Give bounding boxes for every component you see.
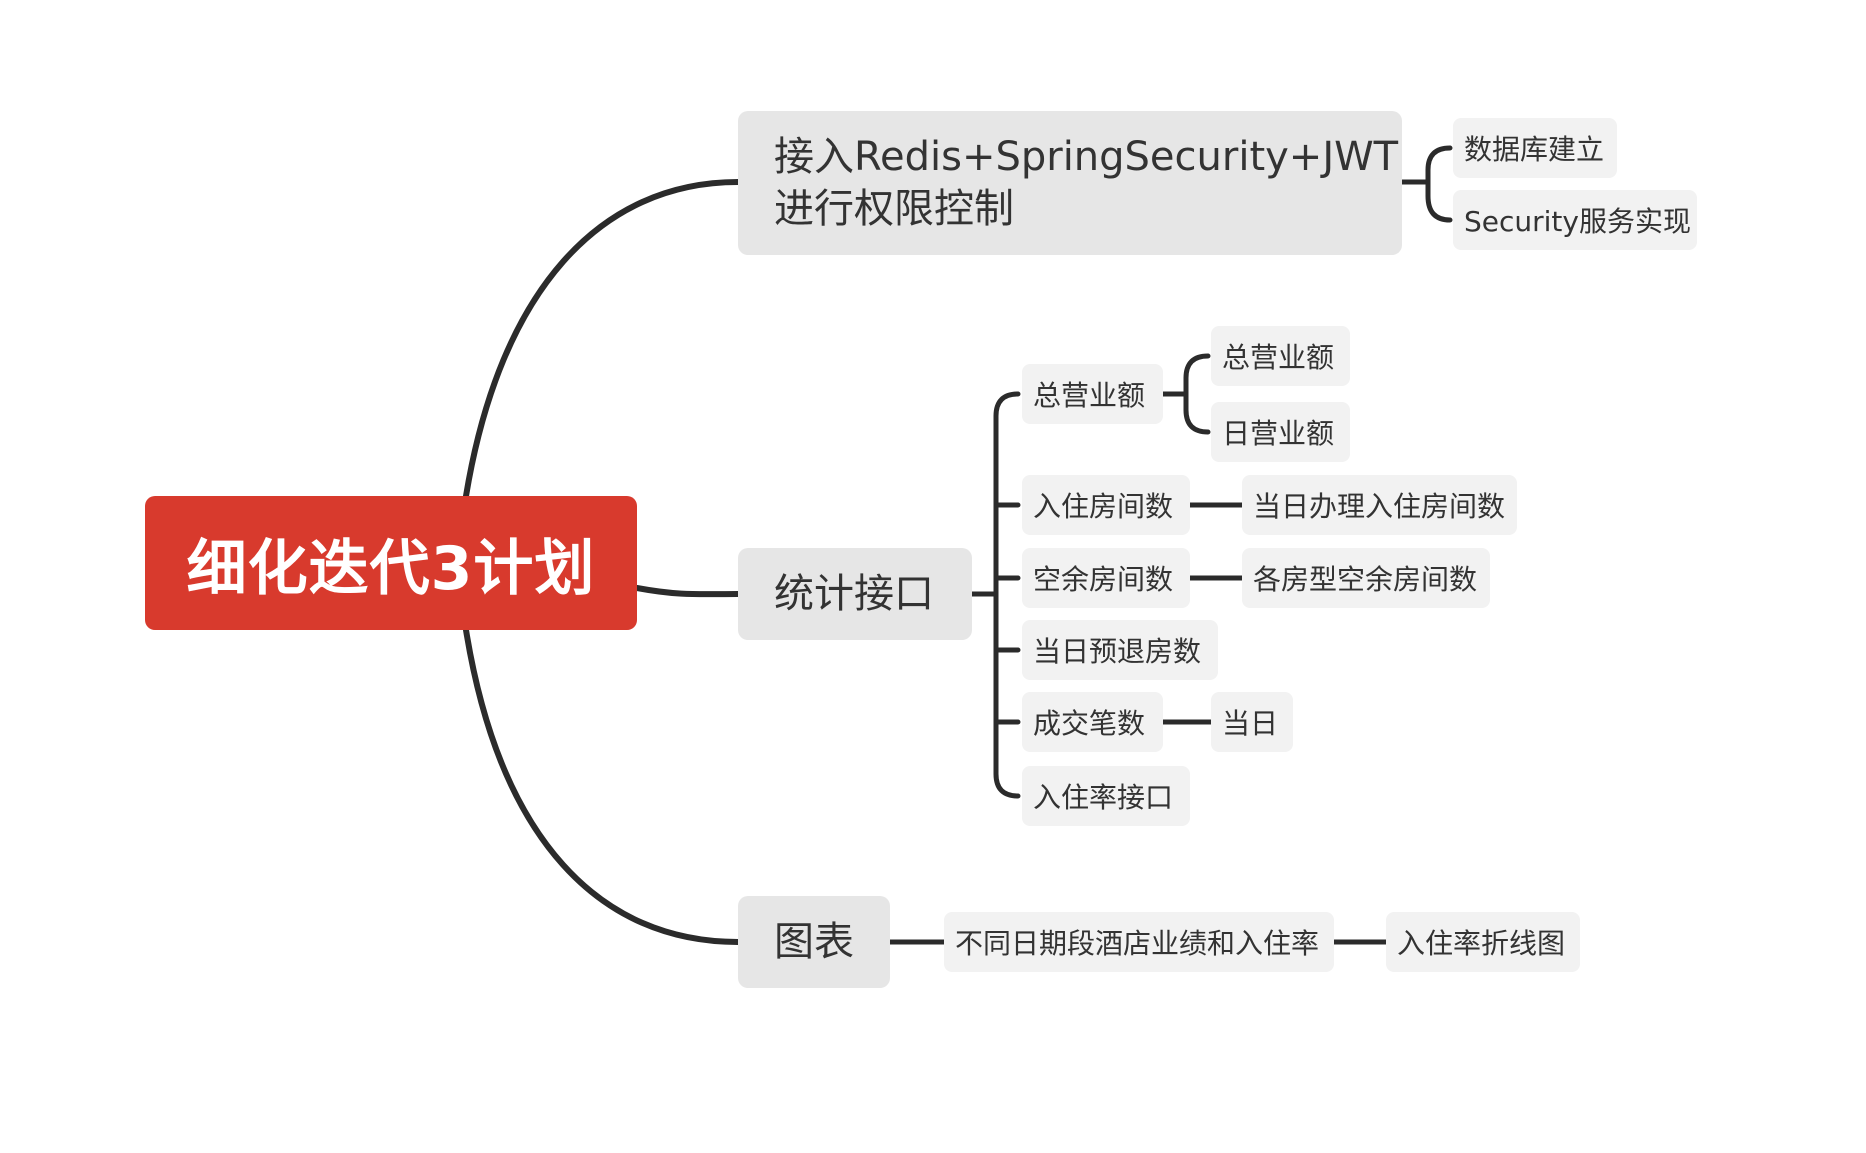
- topic-vacant-by-type-label: 各房型空余房间数: [1253, 563, 1478, 596]
- bracket-revenue: [1160, 353, 1211, 435]
- branch-security-label-line-2: 进行权限控制: [774, 186, 1014, 232]
- topic-total-revenue-label: 总营业额: [1033, 379, 1146, 412]
- topic-checkin-rooms[interactable]: 入住房间数: [1022, 475, 1190, 535]
- topic-expected-checkout[interactable]: 当日预退房数: [1022, 620, 1218, 680]
- topic-vacant-by-type[interactable]: 各房型空余房间数: [1242, 548, 1490, 608]
- branch-chart-label: 图表: [774, 919, 854, 965]
- connector-root-stats: [634, 585, 741, 598]
- branch-security-label-line-1: 接入Redis+SpringSecurity+JWT: [774, 134, 1399, 180]
- topic-hotel-performance-label: 不同日期段酒店业绩和入住率: [955, 927, 1320, 960]
- topic-deal-count[interactable]: 成交笔数: [1022, 692, 1163, 752]
- topic-deal-today[interactable]: 当日: [1211, 692, 1293, 752]
- topic-vacant-rooms[interactable]: 空余房间数: [1022, 548, 1190, 608]
- bracket-security: [1399, 145, 1453, 223]
- topic-occupancy-api-label: 入住率接口: [1033, 781, 1174, 814]
- branch-stats[interactable]: 统计接口: [738, 548, 972, 640]
- topic-vacant-rooms-label: 空余房间数: [1033, 563, 1174, 596]
- topic-expected-checkout-label: 当日预退房数: [1033, 635, 1202, 668]
- topic-occupancy-api[interactable]: 入住率接口: [1022, 766, 1190, 826]
- topic-total-revenue[interactable]: 总营业额: [1022, 364, 1163, 424]
- topic-daily-revenue-label: 日营业额: [1222, 417, 1335, 450]
- root-topic[interactable]: 细化迭代3计划: [145, 496, 637, 630]
- connector-root-security: [463, 179, 741, 499]
- branch-security-label: 接入Redis+SpringSecurity+JWT 进行权限控制: [774, 131, 1398, 235]
- topic-occupancy-line-chart-label: 入住率折线图: [1397, 927, 1566, 960]
- topic-security-service-label: Security服务实现: [1464, 205, 1691, 238]
- branch-chart[interactable]: 图表: [738, 896, 890, 988]
- topic-total-revenue-sub[interactable]: 总营业额: [1211, 326, 1350, 386]
- topic-deal-today-label: 当日: [1222, 707, 1279, 740]
- topic-database-label: 数据库建立: [1464, 133, 1605, 166]
- branch-security[interactable]: 接入Redis+SpringSecurity+JWT 进行权限控制: [738, 111, 1402, 255]
- topic-total-revenue-sub-label: 总营业额: [1222, 341, 1335, 374]
- topic-deal-count-label: 成交笔数: [1033, 707, 1146, 740]
- root-topic-label: 细化迭代3计划: [186, 533, 596, 604]
- topic-hotel-performance[interactable]: 不同日期段酒店业绩和入住率: [944, 912, 1334, 972]
- connector-root-chart: [463, 627, 741, 945]
- topic-today-checkin-label: 当日办理入住房间数: [1253, 490, 1506, 523]
- topic-occupancy-line-chart[interactable]: 入住率折线图: [1386, 912, 1580, 972]
- topic-security-service[interactable]: Security服务实现: [1453, 190, 1697, 250]
- topic-daily-revenue[interactable]: 日营业额: [1211, 402, 1350, 462]
- topic-database[interactable]: 数据库建立: [1453, 118, 1617, 178]
- topic-today-checkin[interactable]: 当日办理入住房间数: [1242, 475, 1517, 535]
- bracket-stats: [969, 391, 1021, 799]
- branch-stats-label: 统计接口: [774, 571, 934, 617]
- topic-checkin-rooms-label: 入住房间数: [1033, 490, 1174, 523]
